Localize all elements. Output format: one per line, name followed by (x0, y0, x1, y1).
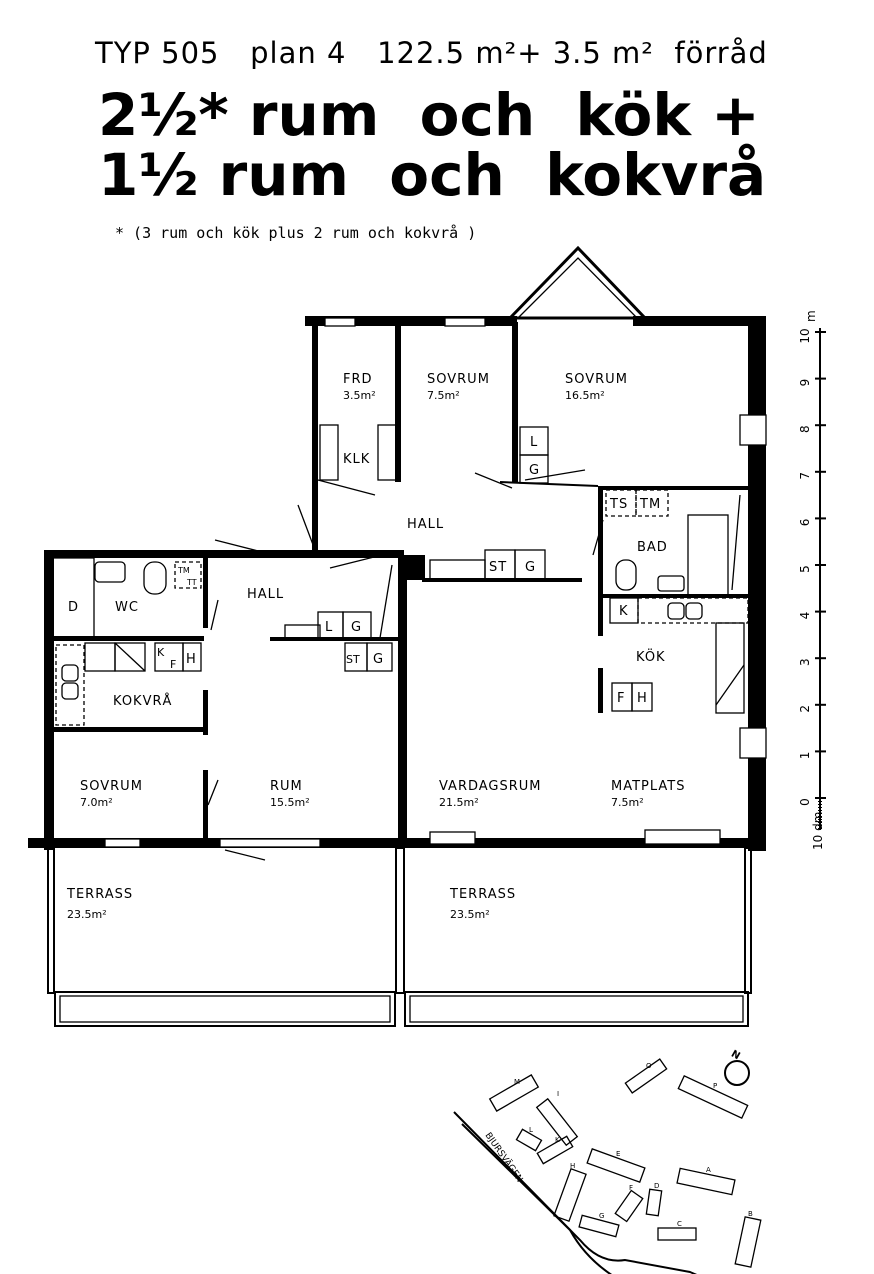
site-building (578, 1214, 620, 1238)
site-building-label: D (654, 1182, 659, 1190)
site-building-label: K (555, 1136, 560, 1144)
room-sovrum-left-area: 7.0m² (80, 796, 113, 809)
site-building-label: E (616, 1150, 620, 1158)
site-building-label: P (713, 1082, 717, 1090)
closet-klk-label: KLK (343, 452, 370, 467)
site-building (676, 1167, 736, 1196)
room-sovrum-small-label: SOVRUM (427, 372, 490, 387)
fixture-st: ST (346, 653, 360, 666)
room-matplats-area: 7.5m² (611, 796, 644, 809)
apartment-title-line2: 1½ rum och kokvrå (98, 141, 767, 209)
scale-tick-label: 7 (798, 472, 812, 480)
site-building (515, 1128, 543, 1152)
fixture-st: ST (489, 560, 507, 575)
room-sovrum-left-label: SOVRUM (80, 779, 143, 794)
fixture-l: L (530, 435, 538, 450)
room-hall-upper-label: HALL (407, 517, 444, 532)
room-rum-label: RUM (270, 779, 303, 794)
terrass-right-label: TERRASS (449, 887, 516, 902)
fixture-tm: TM (639, 497, 661, 512)
site-building (586, 1148, 646, 1183)
fixture-h: H (637, 691, 648, 706)
fixture-kf-f: F (170, 658, 176, 671)
site-building (614, 1189, 644, 1223)
fixtures (54, 424, 749, 726)
site-building-label: M (514, 1078, 520, 1086)
scale-tick-label: 2 (798, 705, 812, 713)
site-map: BJURSVÄGEN N A B C D E F G H I K L M O P (453, 1049, 762, 1274)
walls (28, 245, 766, 851)
fixture-tm: TM (177, 566, 190, 575)
scale-tick-label: 1 (798, 752, 812, 760)
site-building (657, 1227, 697, 1241)
site-building (553, 1167, 587, 1223)
door-swings (207, 469, 741, 861)
site-building (488, 1074, 540, 1112)
room-kok-label: KÖK (636, 648, 666, 665)
fixture-ts: TS (609, 497, 628, 512)
site-building (734, 1216, 762, 1268)
fixture-g: G (373, 652, 384, 667)
fixture-g: G (351, 620, 362, 635)
fixture-f: F (617, 691, 625, 706)
site-building-label: A (706, 1166, 711, 1174)
room-vardagsrum-area: 21.5m² (439, 796, 479, 809)
site-building-label: L (529, 1126, 533, 1134)
terraces (47, 847, 752, 1027)
site-building-label: H (570, 1162, 575, 1170)
room-frd-area: 3.5m² (343, 389, 376, 402)
site-building (536, 1135, 574, 1165)
scale-tick-label: 5 (798, 565, 812, 573)
site-building (624, 1058, 668, 1094)
room-kokvra-label: KOKVRÅ (113, 693, 172, 709)
room-bad-label: BAD (637, 540, 668, 555)
site-building-label: O (646, 1062, 652, 1070)
windows (104, 317, 767, 848)
room-sovrum-small-area: 7.5m² (427, 389, 460, 402)
scale-tick-label: 0 (798, 798, 812, 806)
north-arrow-label: N (729, 1049, 742, 1063)
room-sovrum-large-area: 16.5m² (565, 389, 605, 402)
scale-bar: m 10 dm 0 1 2 3 4 5 6 7 8 9 10 (798, 310, 826, 850)
fixture-kf-k: K (157, 646, 165, 659)
site-building (677, 1075, 749, 1119)
site-building-label: B (748, 1210, 753, 1218)
scale-tick-label: 10 (798, 328, 812, 343)
room-d-label: D (68, 600, 79, 615)
scale-tick-label: 3 (798, 658, 812, 666)
scale-tick-label: 9 (798, 379, 812, 387)
apartment-title-line1: 2½* rum och kök + (98, 81, 760, 149)
room-sovrum-large-label: SOVRUM (565, 372, 628, 387)
room-wc-label: WC (115, 600, 139, 615)
room-frd-label: FRD (343, 372, 373, 387)
site-building (535, 1097, 579, 1147)
room-matplats-label: MATPLATS (611, 779, 686, 794)
fixture-k: K (619, 604, 629, 619)
site-building-label: F (629, 1184, 633, 1192)
terrass-right-area: 23.5m² (450, 908, 490, 921)
fixture-l: L (325, 620, 333, 635)
footnote: * (3 rum och kök plus 2 rum och kokvrå ) (115, 224, 477, 242)
site-building (645, 1188, 663, 1217)
room-hall-left-label: HALL (247, 587, 284, 602)
room-rum-area: 15.5m² (270, 796, 310, 809)
fixture-g: G (529, 463, 540, 478)
scale-tick-label: 8 (798, 425, 812, 433)
fixture-h: H (186, 652, 197, 667)
terrass-left-area: 23.5m² (67, 908, 107, 921)
room-vardagsrum-label: VARDAGSRUM (439, 779, 542, 794)
site-building-label: C (677, 1220, 682, 1228)
fixture-tt: TT (186, 578, 197, 587)
road-label: BJURSVÄGEN (483, 1130, 525, 1184)
scale-tick-label: 6 (798, 519, 812, 527)
fixture-g: G (525, 560, 536, 575)
scale-sub-label: 10 dm (811, 812, 825, 850)
site-building-label: I (557, 1090, 559, 1098)
site-building-label: G (599, 1212, 604, 1220)
plan-type-heading: TYP 505 plan 4 122.5 m²+ 3.5 m² förråd (95, 36, 768, 70)
scale-unit: m (804, 310, 818, 322)
scale-tick-label: 4 (798, 612, 812, 620)
terrass-left-label: TERRASS (66, 887, 133, 902)
